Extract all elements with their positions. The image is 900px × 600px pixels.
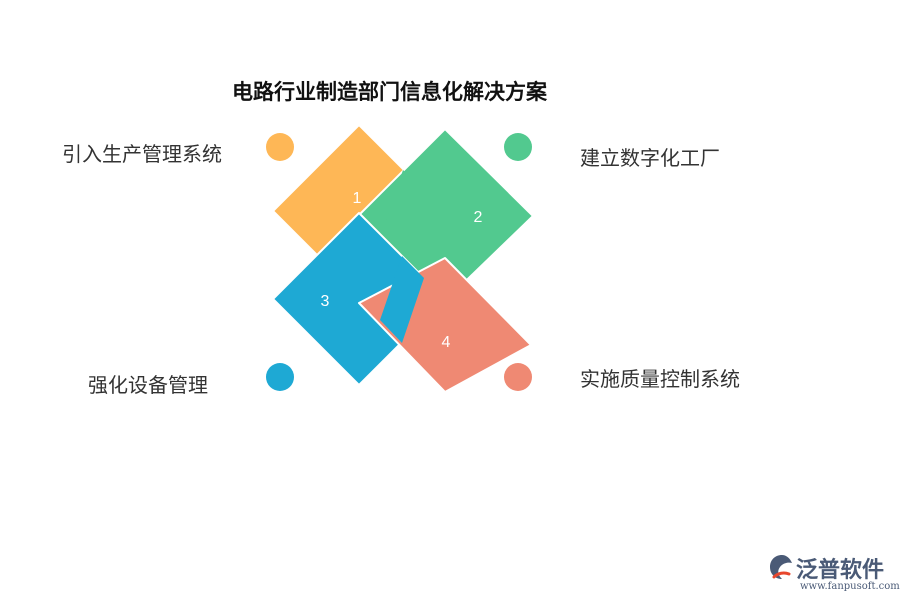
brand-logo: 泛普软件 www.fanpusoft.com: [768, 551, 900, 597]
diamond-number-3: 3: [321, 293, 330, 310]
item-dot-1: [266, 133, 294, 161]
diamond-number-4: 4: [442, 334, 451, 351]
item-label-3: 强化设备管理: [88, 373, 208, 397]
diamond-number-2: 2: [474, 209, 483, 226]
diamond-3-overlap: [380, 256, 424, 343]
diamond-2-overlap: [382, 170, 445, 255]
item-label-1: 引入生产管理系统: [62, 142, 222, 166]
logo-name: 泛普软件: [796, 558, 885, 583]
item-label-4: 实施质量控制系统: [580, 367, 740, 391]
item-label-2: 建立数字化工厂: [580, 146, 720, 170]
item-dot-4: [504, 363, 532, 391]
diamond-number-1: 1: [353, 190, 362, 207]
diagram-title: 电路行业制造部门信息化解决方案: [232, 80, 547, 104]
logo-url: www.fanpusoft.com: [800, 581, 900, 592]
item-dot-3: [266, 363, 294, 391]
item-dot-2: [504, 133, 532, 161]
fanpu-logo-icon: [770, 555, 792, 579]
